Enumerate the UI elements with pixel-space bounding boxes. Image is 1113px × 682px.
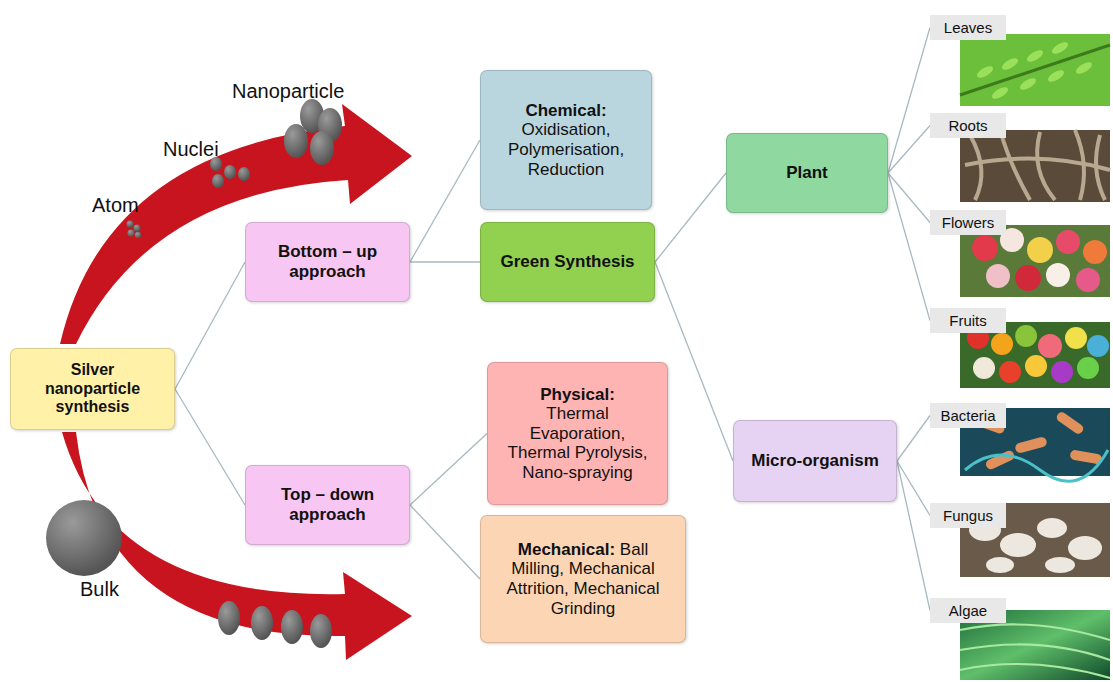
node-title: Fruits	[949, 312, 987, 329]
node-title: Chemical:	[525, 101, 606, 121]
connector-line	[897, 461, 930, 516]
stage-label: Bulk	[80, 578, 119, 601]
root-box: Silver nanoparticle synthesis	[10, 348, 175, 430]
source-tag: Fungus	[930, 503, 1006, 528]
connector-line	[888, 173, 930, 223]
connector-line	[410, 505, 480, 579]
node-title: Micro-organism	[751, 451, 879, 471]
node-title: Flowers	[942, 214, 995, 231]
node-title: Algae	[949, 602, 987, 619]
stage-label: Nuclei	[163, 138, 219, 161]
connector-line	[175, 262, 245, 389]
source-tag: Roots	[930, 113, 1006, 138]
node-title: Roots	[948, 117, 987, 134]
connector-line	[410, 434, 487, 506]
node-title: Leaves	[944, 19, 992, 36]
node-title: Bottom – up approach	[266, 242, 389, 281]
connector-line	[897, 416, 930, 462]
method-box: Physical:Thermal Evaporation, Thermal Py…	[487, 362, 668, 505]
flowers-photo	[960, 225, 1110, 297]
connector-line	[410, 261, 480, 262]
connector-line	[888, 28, 930, 174]
method-box: Green Synthesis	[480, 222, 655, 302]
nuclei-dots	[210, 157, 250, 188]
source-box: Plant	[726, 133, 888, 213]
connector-line	[410, 140, 480, 262]
connector-line	[655, 173, 726, 262]
node-title: Fungus	[943, 507, 993, 524]
connector-line	[175, 389, 245, 505]
node-title: Silver nanoparticle synthesis	[29, 361, 156, 416]
node-body: Thermal Evaporation, Thermal Pyrolysis, …	[500, 404, 655, 482]
node-title: Plant	[786, 163, 828, 183]
node-body: Oxidisation, Polymerisation, Reduction	[493, 120, 639, 179]
bulk-sphere	[46, 500, 122, 576]
divided-spheres	[218, 601, 332, 648]
approach-box: Top – down approach	[245, 465, 410, 545]
node-title: Physical:	[540, 385, 615, 405]
connector-line	[888, 173, 930, 321]
node-title: Top – down approach	[266, 485, 389, 524]
node-title: Bacteria	[940, 407, 995, 424]
source-tag: Leaves	[930, 15, 1006, 40]
connector-line	[888, 126, 930, 174]
node-title: Green Synthesis	[500, 252, 634, 272]
approach-box: Bottom – up approach	[245, 222, 410, 302]
atom-dots	[127, 221, 142, 239]
method-box: Chemical:Oxidisation, Polymerisation, Re…	[480, 70, 652, 210]
source-tag: Algae	[930, 598, 1006, 623]
roots-photo	[960, 130, 1110, 202]
source-tag: Fruits	[930, 308, 1006, 333]
source-box: Micro-organism	[733, 420, 897, 502]
source-tag: Flowers	[930, 210, 1006, 235]
red-arrow	[60, 104, 412, 344]
method-box: Mechanical:Ball Milling, Mechanical Attr…	[480, 515, 686, 643]
node-title: Mechanical:	[518, 540, 615, 559]
nanoparticle-spheres	[284, 99, 342, 165]
stage-label: Atom	[92, 194, 139, 217]
stage-label: Nanoparticle	[232, 80, 344, 103]
source-tag: Bacteria	[930, 403, 1006, 428]
connector-line	[897, 461, 930, 611]
leaves-photo	[960, 34, 1110, 106]
